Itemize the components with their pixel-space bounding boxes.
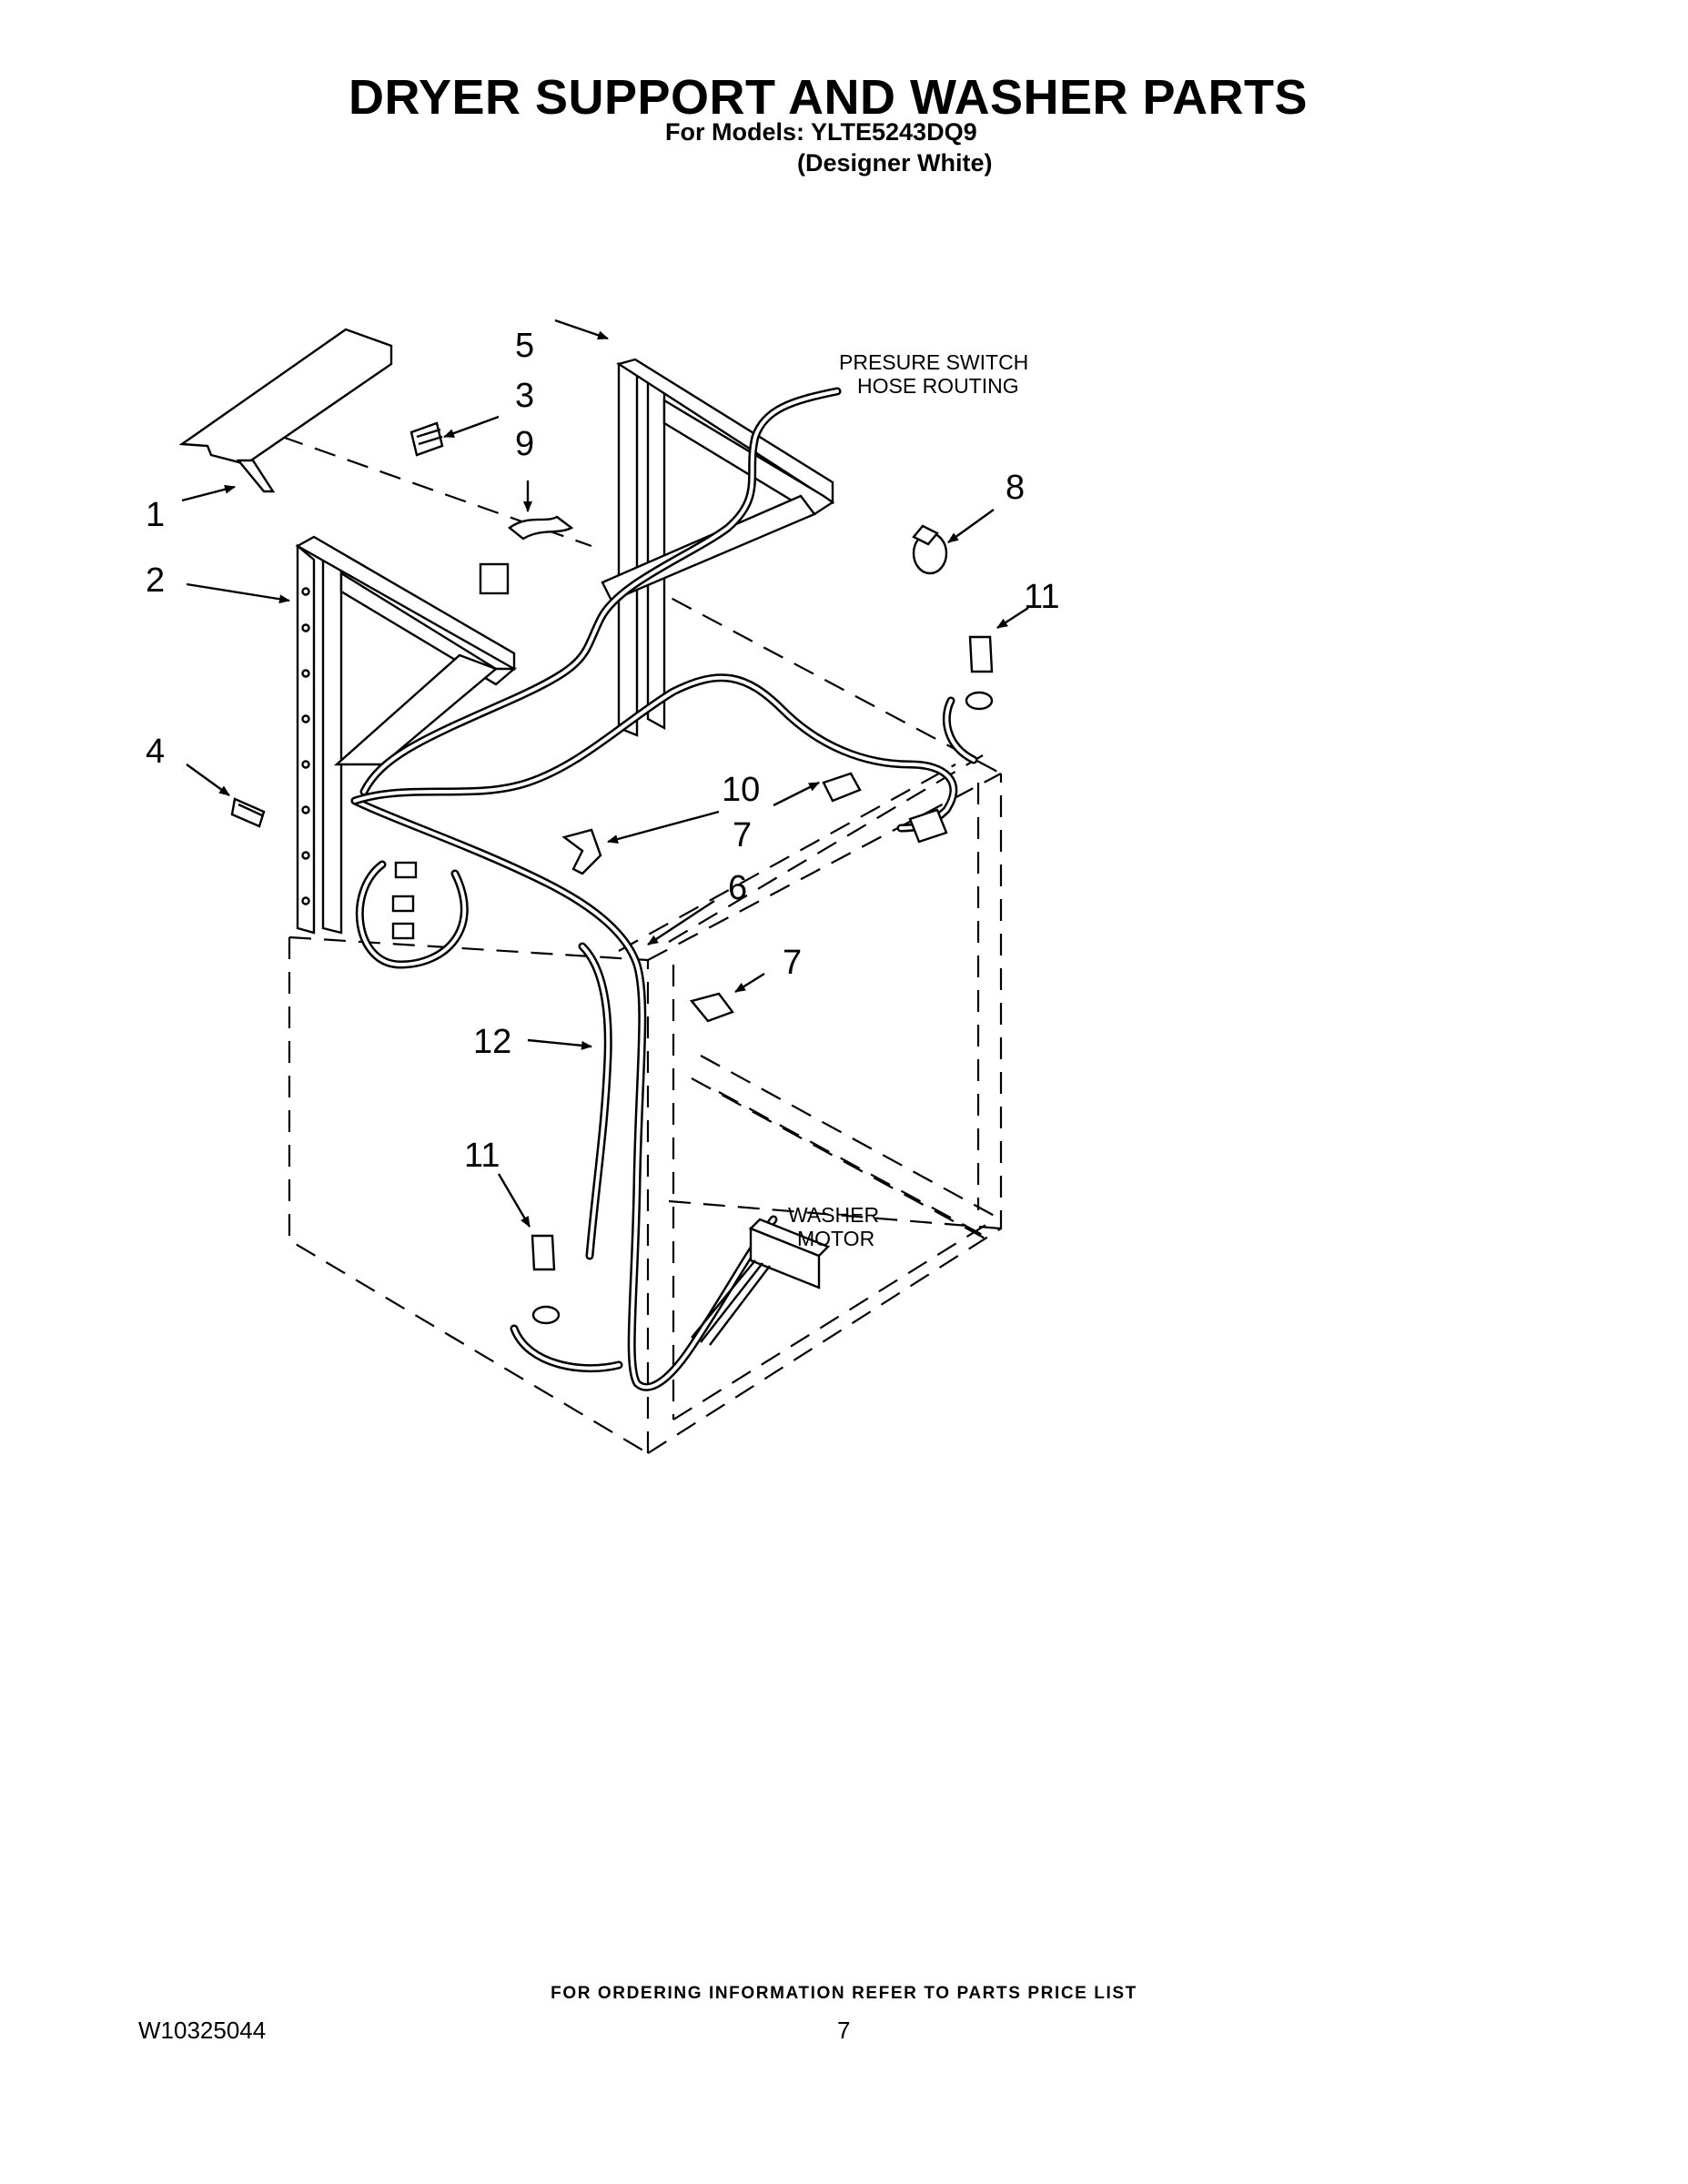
washer-motor-note-line1: WASHER (788, 1203, 879, 1227)
callout-3: 3 (515, 377, 534, 415)
connector-block (479, 562, 510, 595)
part-3-screw (409, 421, 444, 457)
page-title: DRYER SUPPORT AND WASHER PARTS (348, 70, 1309, 125)
callout-12: 12 (473, 1023, 511, 1061)
support-holes (301, 587, 310, 905)
callout-7-upper: 7 (733, 816, 752, 854)
part-7-clip-upper (822, 772, 862, 803)
callout-2: 2 (146, 561, 165, 600)
part-10-clip (561, 828, 602, 875)
part-9-clip (508, 515, 574, 541)
callout-11-upper: 11 (1024, 578, 1059, 616)
ordering-note: FOR ORDERING INFORMATION REFER TO PARTS … (551, 1984, 1137, 2003)
callout-4: 4 (146, 733, 165, 771)
part-6-wire-harness (350, 673, 978, 1391)
callout-7-lower: 7 (783, 944, 802, 982)
color-line: (Designer White) (797, 149, 993, 177)
harness-connector (908, 808, 948, 844)
part-12-hose (578, 942, 612, 1260)
model-info: For Models: YLTE5243DQ9 (Designer White) (665, 116, 993, 178)
callout-5: 5 (515, 327, 534, 365)
callout-9: 9 (515, 425, 534, 463)
callout-10: 10 (722, 771, 760, 809)
models-line: For Models: YLTE5243DQ9 (665, 118, 977, 146)
washer-cabinet-outline (281, 435, 1003, 1454)
part-1-top-bracket (178, 328, 393, 493)
part-11-ground-screw-lower (531, 1234, 561, 1325)
document-id: W10325044 (138, 2017, 267, 2044)
washer-motor-note-line2: MOTOR (797, 1227, 874, 1250)
washer-motor-connector (691, 1218, 831, 1346)
part-11-ground-screw-upper (965, 635, 994, 711)
page-number: 7 (837, 2017, 851, 2044)
callout-leaders (181, 318, 1029, 1228)
callout-1: 1 (146, 496, 165, 534)
pressure-switch-note-line1: PRESURE SWITCH (839, 350, 1028, 374)
part-4-screw (230, 797, 266, 828)
callout-8: 8 (1006, 469, 1025, 507)
callout-11-lower: 11 (464, 1137, 500, 1175)
part-2-left-support (295, 535, 518, 935)
part-7-clip-lower (689, 992, 734, 1023)
pressure-switch-note-line2: HOSE ROUTING (857, 374, 1019, 398)
callout-6: 6 (728, 869, 747, 907)
part-8-hose-clamp (912, 524, 948, 575)
